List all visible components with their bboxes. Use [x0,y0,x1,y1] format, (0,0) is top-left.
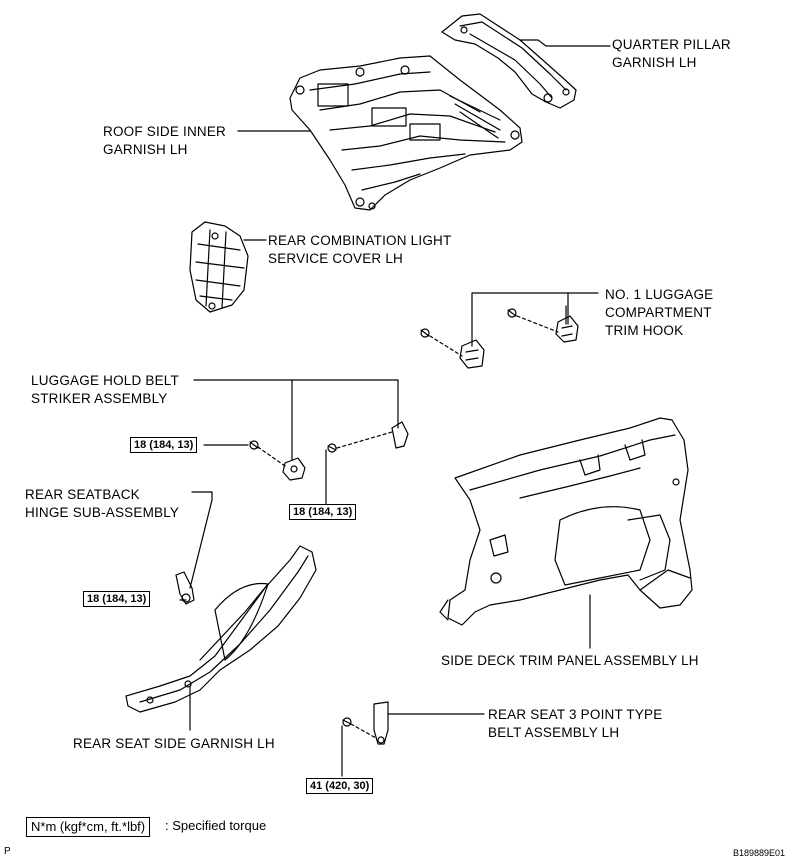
roof-side-inner-garnish-part [289,55,523,211]
trim-hook-label-2: COMPARTMENT [605,305,712,320]
torque-striker-right: 18 (184, 13) [289,504,357,520]
torque-hinge: 18 (184, 13) [83,591,151,607]
rear-seat-side-label: REAR SEAT SIDE GARNISH LH [73,736,275,751]
legend-unit-box: N*m (kgf*cm, ft.*lbf) [26,817,151,837]
quarter-pillar-garnish-part [441,13,577,109]
torque-striker-left: 18 (184, 13) [130,437,198,453]
hold-belt-label-2: STRIKER ASSEMBLY [31,391,168,406]
legend-text: : Specified torque [165,818,267,833]
trim-hook-label-3: TRIM HOOK [605,323,684,338]
trim-hook-parts [420,292,599,369]
three-point-belt-part [341,701,485,777]
hold-belt-label-1: LUGGAGE HOLD BELT [31,373,179,388]
torque-belt: 41 (420, 30) [306,778,374,794]
corner-p-mark: P [4,846,11,857]
belt-3pt-label-2: BELT ASSEMBLY LH [488,725,620,740]
striker-parts [193,379,409,506]
side-deck-label: SIDE DECK TRIM PANEL ASSEMBLY LH [441,653,699,668]
side-deck-trim-panel-part [439,417,693,649]
rear-combo-label-2: SERVICE COVER LH [268,251,403,266]
trim-hook-label-1: NO. 1 LUGGAGE [605,287,714,302]
rear-combination-light-cover-part [189,221,249,313]
rear-combo-label-1: REAR COMBINATION LIGHT [268,233,452,248]
rear-seat-side-garnish-part [125,545,317,731]
roof-side-label-2: GARNISH LH [103,142,188,157]
seatback-hinge-label-2: HINGE SUB-ASSEMBLY [25,505,180,520]
roof-side-label-1: ROOF SIDE INNER [103,124,227,139]
label-leaders [237,39,611,325]
quarter-pillar-label-1: QUARTER PILLAR [612,37,731,52]
seatback-hinge-label-1: REAR SEATBACK [25,487,140,502]
belt-3pt-label-1: REAR SEAT 3 POINT TYPE [488,707,663,722]
quarter-pillar-label-2: GARNISH LH [612,55,697,70]
figure-code: B189889E01 [733,848,786,858]
seatback-hinge-part [175,491,213,605]
